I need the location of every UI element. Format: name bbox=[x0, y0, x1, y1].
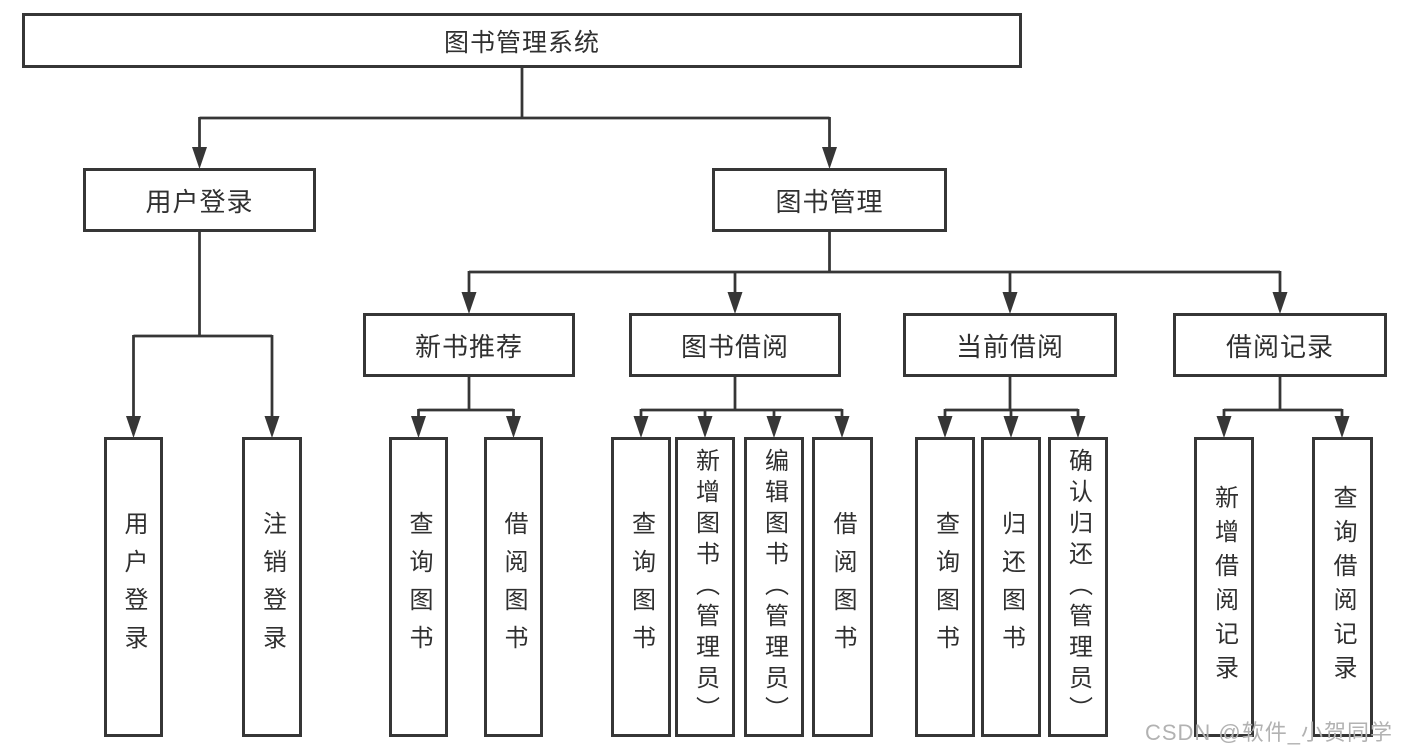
node-borrow-records: 借阅记录 bbox=[1173, 313, 1387, 377]
node-borrow-records-label: 借阅记录 bbox=[1225, 331, 1334, 362]
node-user-login: 用户登录 bbox=[83, 168, 316, 232]
leaf-query-borrow-record: 查询借阅记录 bbox=[1312, 437, 1373, 737]
leaf-confirm-return-admin-label: 确认归还（管理员） bbox=[1064, 447, 1092, 727]
leaf-add-borrow-record: 新增借阅记录 bbox=[1194, 437, 1254, 737]
connector-user-login-children bbox=[126, 232, 280, 438]
leaf-query-books-current-label: 查询图书 bbox=[931, 511, 959, 663]
leaf-add-book-admin: 新增图书（管理员） bbox=[675, 437, 735, 737]
leaf-borrow-books-recommend: 借阅图书 bbox=[484, 437, 543, 737]
node-current-borrow-label: 当前借阅 bbox=[955, 331, 1064, 362]
connector-borrow-records-children bbox=[1216, 377, 1350, 438]
node-user-login-label: 用户登录 bbox=[145, 186, 254, 217]
leaf-edit-book-admin: 编辑图书（管理员） bbox=[744, 437, 804, 737]
node-root: 图书管理系统 bbox=[22, 13, 1022, 68]
leaf-query-books-borrow: 查询图书 bbox=[611, 437, 671, 737]
node-book-management-label: 图书管理 bbox=[775, 186, 884, 217]
leaf-borrow-books-recommend-label: 借阅图书 bbox=[500, 511, 527, 663]
leaf-query-books-recommend: 查询图书 bbox=[389, 437, 448, 737]
leaf-borrow-books-label: 借阅图书 bbox=[829, 511, 856, 663]
leaf-edit-book-admin-label: 编辑图书（管理员） bbox=[760, 447, 788, 727]
connector-book-borrow-children bbox=[633, 377, 850, 438]
leaf-return-book-label: 归还图书 bbox=[997, 511, 1025, 663]
connector-root-to-level2 bbox=[192, 68, 837, 169]
leaf-query-books-borrow-label: 查询图书 bbox=[627, 511, 655, 663]
connector-book-management-children bbox=[461, 232, 1288, 314]
leaf-query-borrow-record-label: 查询借阅记录 bbox=[1329, 485, 1356, 689]
leaf-user-login: 用户登录 bbox=[104, 437, 163, 737]
leaf-query-books-current: 查询图书 bbox=[915, 437, 975, 737]
leaf-logout-label: 注销登录 bbox=[258, 511, 286, 663]
node-current-borrow: 当前借阅 bbox=[903, 313, 1117, 377]
watermark: CSDN @软件_小贺同学 bbox=[1144, 720, 1393, 745]
node-book-borrow: 图书借阅 bbox=[629, 313, 841, 377]
connector-current-borrow-children bbox=[937, 377, 1086, 438]
connector-new-book-children bbox=[411, 377, 521, 438]
leaf-confirm-return-admin: 确认归还（管理员） bbox=[1048, 437, 1108, 737]
node-new-book-recommend: 新书推荐 bbox=[363, 313, 575, 377]
leaf-return-book: 归还图书 bbox=[981, 437, 1041, 737]
node-new-book-recommend-label: 新书推荐 bbox=[414, 331, 523, 362]
leaf-query-books-recommend-label: 查询图书 bbox=[405, 511, 432, 663]
leaf-add-book-admin-label: 新增图书（管理员） bbox=[691, 447, 719, 727]
node-book-management: 图书管理 bbox=[712, 168, 947, 232]
node-root-label: 图书管理系统 bbox=[443, 28, 600, 57]
leaf-borrow-books: 借阅图书 bbox=[812, 437, 873, 737]
leaf-user-login-label: 用户登录 bbox=[120, 511, 147, 663]
node-book-borrow-label: 图书借阅 bbox=[680, 331, 789, 362]
leaf-add-borrow-record-label: 新增借阅记录 bbox=[1210, 485, 1238, 689]
leaf-logout: 注销登录 bbox=[242, 437, 302, 737]
